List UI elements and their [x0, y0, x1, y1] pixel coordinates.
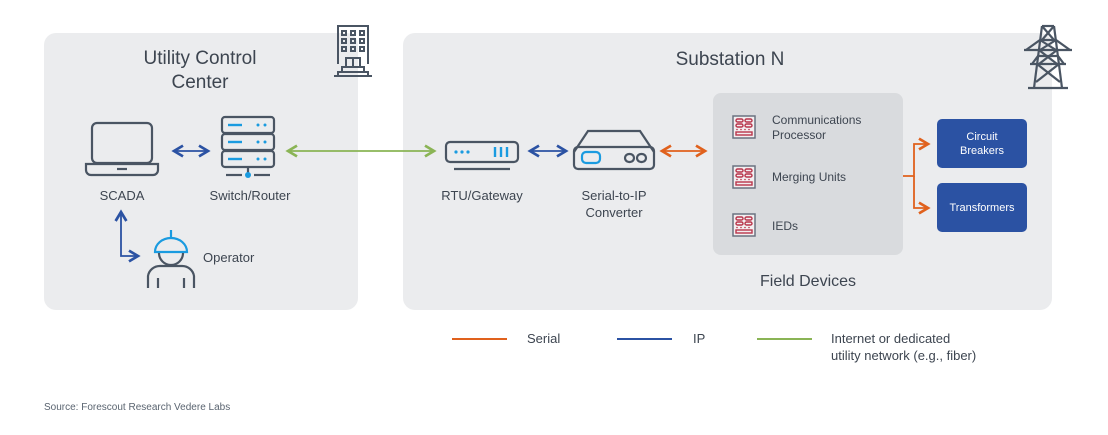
- utility-control-center-title: Utility Control Center: [90, 47, 310, 95]
- laptop-icon: [84, 121, 160, 177]
- transformers-box: Transformers: [937, 183, 1027, 232]
- operator-label: Operator: [203, 250, 255, 265]
- serial-link-field-breakers: [903, 137, 931, 177]
- switch-router-label: Switch/Router: [209, 188, 291, 203]
- operator-icon: [146, 230, 196, 288]
- legend-internet-line-1: Internet or dedicated: [831, 331, 951, 346]
- serial-to-ip-converter-icon: [572, 129, 656, 171]
- substation-title: Substation N: [675, 49, 785, 70]
- legend-ip-line: [617, 338, 672, 340]
- source-caption: Source: Forescout Research Vedere Labs: [44, 402, 231, 413]
- legend-internet-line: [757, 338, 812, 340]
- rtu-gateway-icon: [444, 140, 520, 171]
- field-device-ieds: IEDs: [772, 219, 799, 233]
- serial-to-ip-converter-label: Serial-to-IP Converter: [564, 187, 664, 221]
- converter-label-line-2: Converter: [585, 205, 643, 220]
- field-device-icon: [732, 213, 756, 237]
- field-device-icon: [732, 165, 756, 189]
- legend-serial-label: Serial: [527, 331, 561, 346]
- ip-link-scada-operator: [114, 209, 141, 263]
- output-label-line-1: Circuit: [966, 130, 998, 143]
- field-devices-title: Field Devices: [759, 273, 857, 290]
- legend-internet-label: Internet or dedicated utility network (e…: [831, 330, 976, 364]
- title-line-1: Utility Control: [143, 48, 257, 69]
- field-device-icon: [732, 115, 756, 139]
- transmission-tower-icon: [1024, 24, 1072, 90]
- building-icon: [334, 25, 372, 77]
- legend-ip-label: IP: [693, 331, 706, 346]
- field-device-communications-processor: Communications Processor: [772, 113, 861, 143]
- legend-internet-line-2: utility network (e.g., fiber): [831, 348, 977, 363]
- legend-serial-line: [452, 338, 507, 340]
- title-line-2: Center: [171, 72, 229, 93]
- switch-router-icon: [220, 115, 276, 178]
- field-device-merging-units: Merging Units: [772, 170, 847, 184]
- converter-label-line-1: Serial-to-IP: [581, 188, 647, 203]
- utility-control-center-panel: [44, 33, 358, 310]
- output-label-line-2: Breakers: [959, 144, 1005, 157]
- device-label-line-1: Communications: [772, 113, 862, 127]
- device-label-line-2: Processor: [772, 128, 827, 142]
- scada-label: SCADA: [99, 188, 145, 203]
- circuit-breakers-box: Circuit Breakers: [937, 119, 1027, 168]
- rtu-gateway-label: RTU/Gateway: [441, 188, 523, 203]
- serial-link-field-transformers: [913, 176, 931, 215]
